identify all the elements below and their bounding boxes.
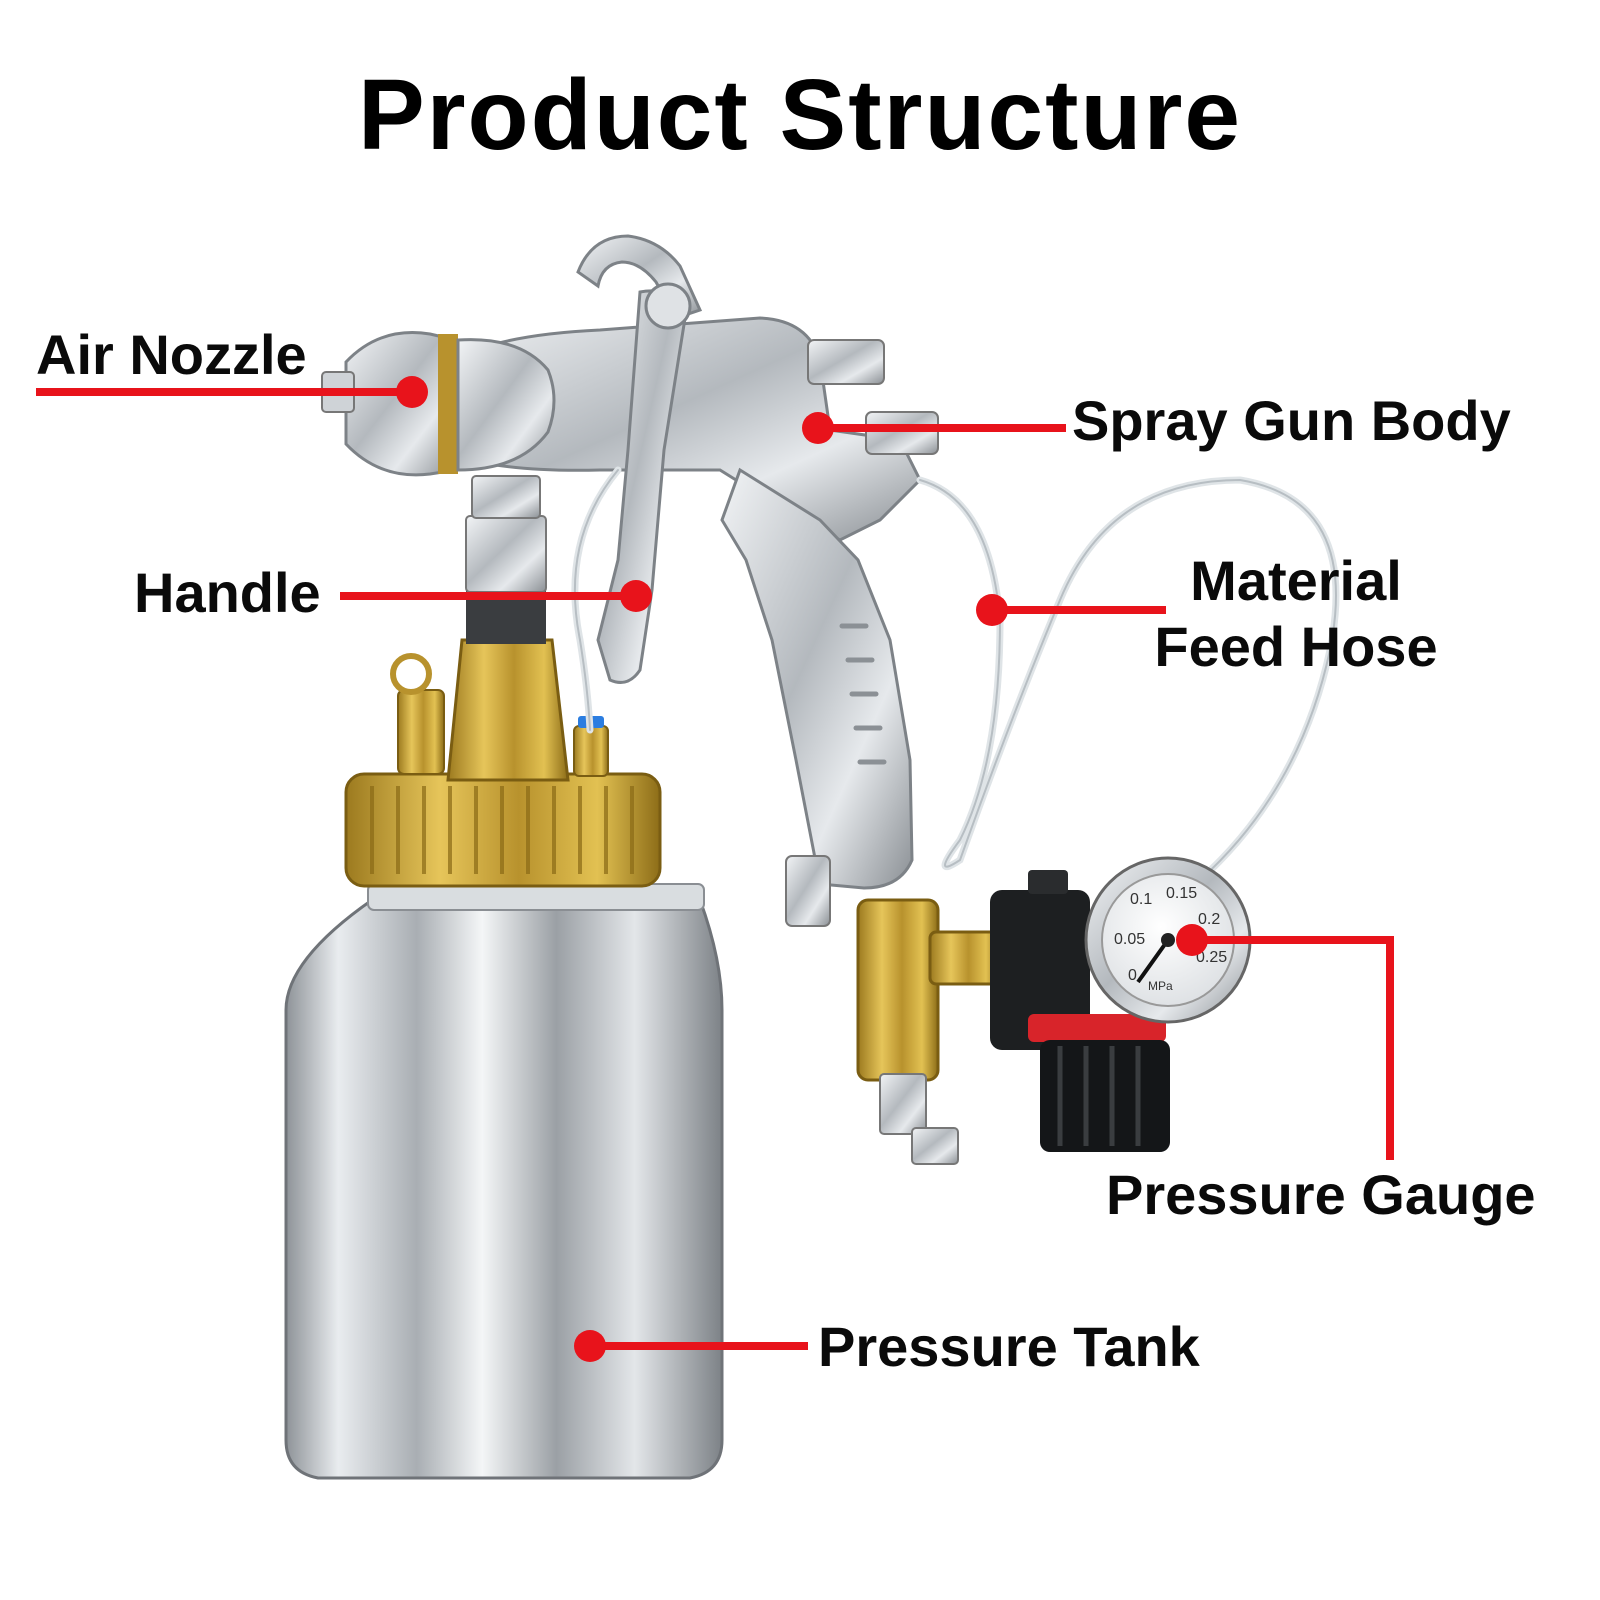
- pressure-regulator: [990, 870, 1170, 1152]
- gauge-mark-4: 0.2: [1198, 911, 1220, 928]
- spray-gun-body: [430, 234, 939, 927]
- callout-dot-material-feed-hose: [976, 594, 1008, 626]
- gauge-mark-1: 0.1: [1130, 891, 1152, 908]
- callout-dot-pressure-gauge: [1176, 924, 1208, 956]
- pressure-gauge: 0.1 0.15 0.05 0.2 0 0.25 MPa: [1084, 856, 1252, 1024]
- label-air-nozzle: Air Nozzle: [36, 323, 307, 386]
- handle-trigger: [596, 282, 692, 684]
- callout-dot-spray-gun-body: [802, 412, 834, 444]
- page-title: Product Structure: [357, 59, 1243, 171]
- label-material-feed-hose: Material Feed Hose: [1146, 548, 1446, 680]
- callout-dot-handle: [620, 580, 652, 612]
- label-pressure-tank: Pressure Tank: [818, 1315, 1200, 1378]
- gauge-needle: [1136, 938, 1170, 984]
- air-nozzle: [321, 331, 556, 477]
- air-inlet-fittings: [856, 898, 1002, 1165]
- pressure-tank: [284, 883, 724, 1480]
- callouts: [36, 376, 1394, 1362]
- gauge-unit: MPa: [1148, 979, 1173, 993]
- label-handle: Handle: [134, 561, 321, 624]
- callout-dot-pressure-tank: [574, 1330, 606, 1362]
- label-pressure-gauge: Pressure Gauge: [1106, 1163, 1536, 1226]
- material-feed-hose-edge: [573, 469, 1337, 881]
- gauge-mark-2: 0.15: [1166, 885, 1197, 902]
- gauge-mark-6: 0.25: [1196, 949, 1227, 966]
- callout-line-pressure-gauge: [1192, 936, 1394, 1160]
- tank-fittings: [465, 475, 547, 644]
- gauge-mark-3: 0.05: [1114, 931, 1145, 948]
- label-spray-gun-body: Spray Gun Body: [1072, 389, 1511, 452]
- callout-dot-air-nozzle: [396, 376, 428, 408]
- tank-lid: [344, 638, 662, 888]
- label-material-feed-hose-line1: Material: [1190, 549, 1402, 612]
- gauge-mark-5: 0: [1128, 967, 1137, 984]
- label-material-feed-hose-line2: Feed Hose: [1154, 615, 1438, 678]
